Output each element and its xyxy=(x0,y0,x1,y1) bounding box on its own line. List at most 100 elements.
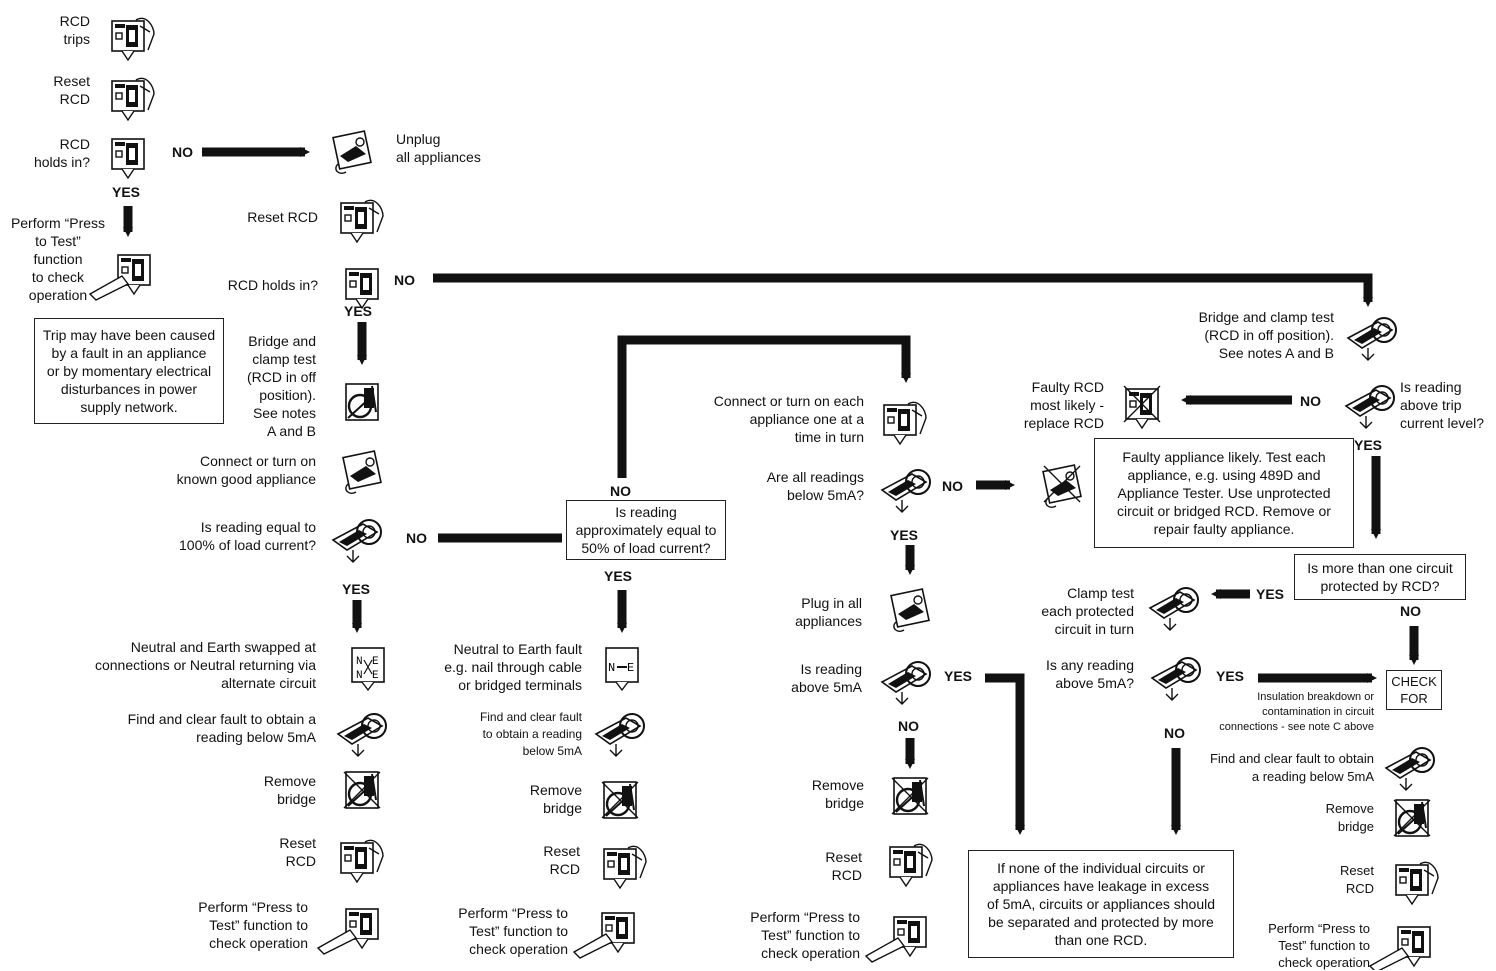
check-for-box: CHECK FOR xyxy=(1386,670,1442,710)
svg-text:N: N xyxy=(608,661,615,675)
rcd-hand-icon xyxy=(88,254,151,301)
rcd-hand-icon xyxy=(316,908,379,955)
bridge-clamp-icon xyxy=(1347,317,1397,361)
neutral-earth-icon: N E xyxy=(605,647,639,691)
all-below-label: Are all readings below 5mA? xyxy=(766,469,864,503)
reset-rcd-label-3: Reset RCD xyxy=(279,835,316,869)
remove-bridge-label: Remove bridge xyxy=(263,773,316,807)
clamp-meter-icon xyxy=(881,661,931,705)
faulty-rcd-label: Faulty RCD most likely - replace RCD xyxy=(1023,379,1104,431)
rcd-hand-icon xyxy=(889,843,933,887)
rcd-hand-icon xyxy=(111,17,155,61)
crossed-out-icon xyxy=(1042,464,1082,509)
no-label-more: NO xyxy=(1400,603,1421,619)
rcd-holds-in-label-2: RCD holds in? xyxy=(227,277,318,293)
rcd-trips-label: RCD trips xyxy=(59,13,90,47)
svg-text:N: N xyxy=(356,670,363,682)
crossed-out-icon xyxy=(891,776,929,816)
rcd-icon xyxy=(111,138,145,179)
yes-label-trip: YES xyxy=(1354,437,1383,453)
svg-text:E: E xyxy=(372,656,379,668)
icons: N E N E N E xyxy=(88,17,1439,970)
connectors xyxy=(123,147,1419,835)
perform-test-label: Perform “Press to Test” function to chec… xyxy=(10,215,106,303)
clamp-meter-icon xyxy=(337,713,387,757)
clamp-meter-icon xyxy=(332,519,382,563)
yes-label: YES xyxy=(112,184,141,200)
bridge-clamp-icon xyxy=(344,382,380,422)
appliance-icon xyxy=(890,588,930,633)
bridge-clamp-label-2: Bridge and clamp test (RCD in off positi… xyxy=(1198,309,1334,361)
crossed-out-icon xyxy=(343,770,381,810)
reset-rcd-label-4: Reset RCD xyxy=(543,843,580,877)
arrow-no-long xyxy=(433,273,1373,307)
unplug-label: Unplug all appliances xyxy=(396,131,481,165)
appliance-icon xyxy=(342,450,382,495)
no-label-50: NO xyxy=(610,483,631,499)
rcd-hand-icon xyxy=(1368,926,1431,970)
appliance-icon xyxy=(332,130,372,175)
clamp-meter-icon xyxy=(595,713,645,757)
crossed-out-icon xyxy=(601,780,639,820)
ne-swapped-label: Neutral and Earth swapped at connections… xyxy=(94,639,316,691)
insulation-label: Insulation breakdown or contamination in… xyxy=(1219,691,1374,733)
rcd-hand-icon xyxy=(572,912,635,959)
remove-bridge-label-4: Remove bridge xyxy=(1325,801,1374,834)
faulty-appliance-box: Faulty appliance likely. Test each appli… xyxy=(1094,438,1354,548)
reset-rcd-label-5: Reset RCD xyxy=(825,849,862,883)
clamp-meter-icon xyxy=(881,469,931,513)
reading-50-box: Is reading approximately equal to 50% of… xyxy=(566,500,726,560)
crossed-out-icon xyxy=(1123,385,1161,429)
yes-label-allbelow: YES xyxy=(890,527,919,543)
no-label: NO xyxy=(172,144,193,160)
rcd-hand-icon xyxy=(111,77,155,121)
svg-text:N: N xyxy=(356,656,363,668)
rcd-hand-icon xyxy=(1395,861,1439,905)
svg-text:E: E xyxy=(627,661,634,675)
rcd-hand-icon xyxy=(340,199,384,243)
arrow-no-50 xyxy=(617,335,911,478)
reading-above-label: Is reading above 5mA xyxy=(791,661,862,695)
yes-label-above5: YES xyxy=(944,668,973,684)
bridge-clamp-label: Bridge and clamp test (RCD in off positi… xyxy=(247,333,316,439)
rcd-hand-icon xyxy=(883,401,927,445)
rcd-hand-icon xyxy=(340,839,384,883)
perform-test-label-3: Perform “Press to Test” function to chec… xyxy=(458,905,568,957)
yes-label-more: YES xyxy=(1256,586,1285,602)
find-clear-label-2: Find and clear fault to obtain a reading… xyxy=(479,710,582,758)
ne-fault-label: Neutral to Earth fault e.g. nail through… xyxy=(444,641,582,693)
no-label-long: NO xyxy=(394,272,415,288)
neutral-earth-icon: N E N E xyxy=(351,647,385,691)
yes-label-100: YES xyxy=(342,581,371,597)
perform-test-label-4: Perform “Press to Test” function to chec… xyxy=(750,909,860,961)
crossed-out-icon xyxy=(1393,798,1431,838)
yes-label-any: YES xyxy=(1216,668,1245,684)
no-label-allbelow: NO xyxy=(942,478,963,494)
rcd-hand-icon xyxy=(603,845,647,889)
trip-note-box: Trip may have been caused by a fault in … xyxy=(34,318,224,424)
clamp-meter-icon xyxy=(1151,657,1201,701)
find-clear-label-3: Find and clear fault to obtain a reading… xyxy=(1209,751,1374,784)
remove-bridge-label-2: Remove bridge xyxy=(529,782,582,816)
plug-in-label: Plug in all appliances xyxy=(795,595,862,629)
arrow-yes-above5 xyxy=(985,673,1025,835)
find-clear-label: Find and clear fault to obtain a reading… xyxy=(127,711,316,745)
reset-rcd-label: Reset RCD xyxy=(53,73,90,107)
perform-test-label-2: Perform “Press to Test” function to chec… xyxy=(198,899,308,951)
rcd-holds-in-label: RCD holds in? xyxy=(33,136,90,170)
connect-each-label: Connect or turn on each appliance one at… xyxy=(713,393,864,445)
svg-text:E: E xyxy=(372,670,379,682)
clamp-each-label: Clamp test each protected circuit in tur… xyxy=(1041,585,1134,637)
clamp-meter-icon xyxy=(1345,385,1395,429)
more-than-one-box: Is more than one circuit protected by RC… xyxy=(1294,554,1466,600)
separate-note-box: If none of the individual circuits or ap… xyxy=(968,850,1234,958)
no-label-any: NO xyxy=(1164,725,1185,741)
reading-100-label: Is reading equal to 100% of load current… xyxy=(179,519,316,553)
remove-bridge-label-3: Remove bridge xyxy=(811,777,864,811)
no-label-100: NO xyxy=(406,530,427,546)
perform-test-label-5: Perform “Press to Test” function to chec… xyxy=(1268,921,1370,970)
rcd-hand-icon xyxy=(864,916,927,963)
above-trip-label: Is reading above trip current level? xyxy=(1400,379,1485,431)
yes-label-2: YES xyxy=(344,303,373,319)
